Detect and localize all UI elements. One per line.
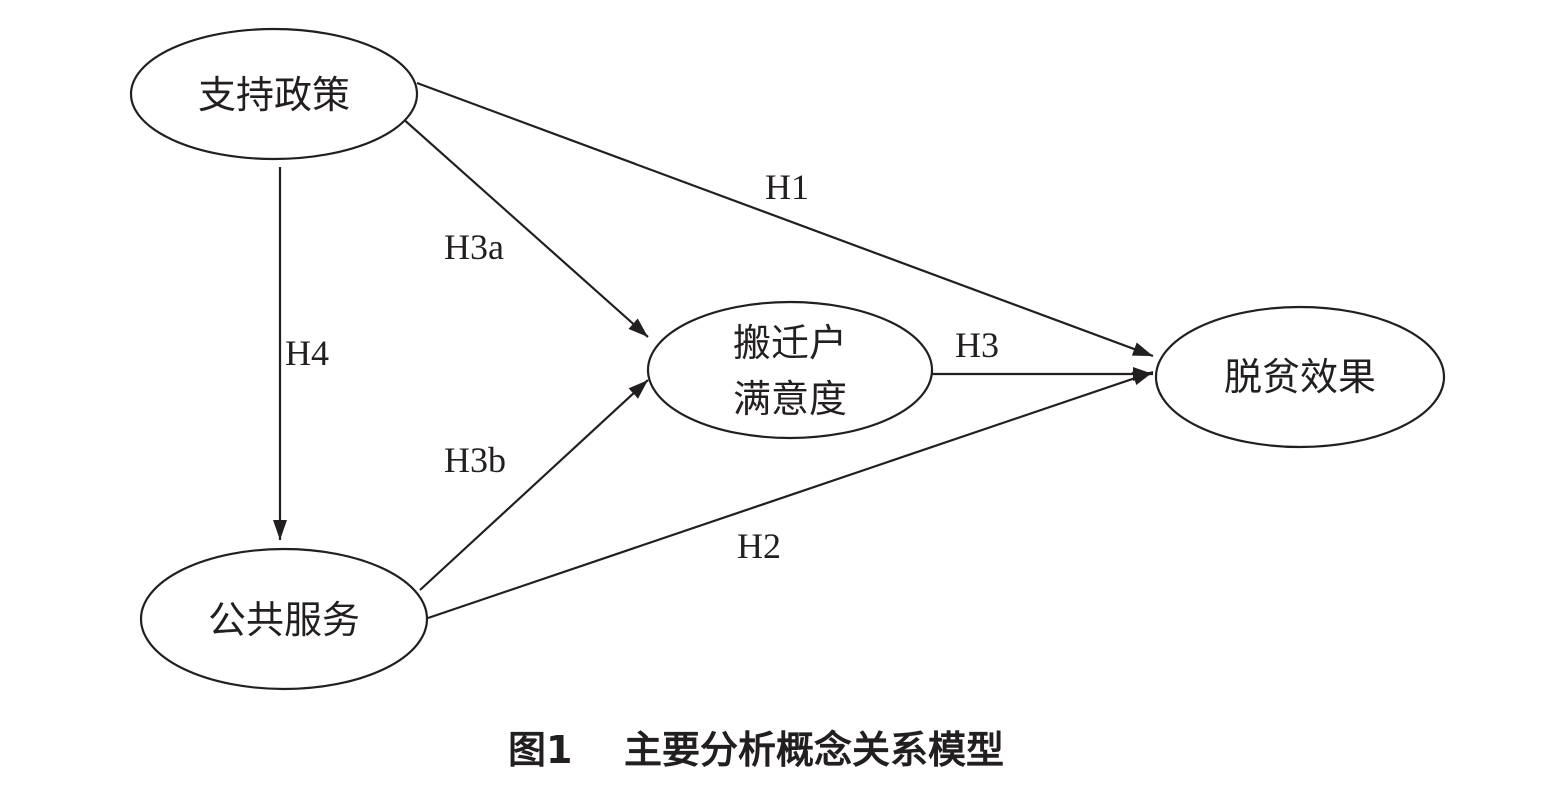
node-satisfaction-shape xyxy=(646,300,934,440)
node-satisfaction-label-line-2: 满意度 xyxy=(733,377,847,421)
edge-h4-label: H4 xyxy=(285,333,329,373)
node-satisfaction-label-line-1: 搬迁户 xyxy=(733,321,847,365)
edge-h1-line xyxy=(416,81,1154,358)
edge-h1-label: H1 xyxy=(765,167,809,207)
edges xyxy=(273,81,1154,620)
node-outcome-shape xyxy=(1154,305,1446,449)
figure-caption: 图1 主要分析概念关系模型 xyxy=(508,728,1004,772)
edge-h3b-label: H3b xyxy=(444,440,506,480)
edge-h3a-label: H3a xyxy=(444,227,504,267)
node-policy-label: 支持政策 xyxy=(198,73,350,117)
edge-labels: H1 H2 H3 H3a H3b H4 xyxy=(285,167,999,566)
edge-h2-label: H2 xyxy=(737,526,781,566)
node-policy: 支持政策 xyxy=(129,27,419,161)
figure-caption-number: 图1 xyxy=(508,728,572,772)
node-service-label: 公共服务 xyxy=(208,598,360,642)
node-policy-shape xyxy=(129,27,419,161)
edge-h2-line xyxy=(427,370,1154,620)
node-outcome-label: 脱贫效果 xyxy=(1224,355,1376,399)
edge-h3a-line xyxy=(400,116,649,338)
edge-h3b-line xyxy=(419,379,649,591)
node-service-shape xyxy=(139,547,429,691)
node-outcome: 脱贫效果 xyxy=(1154,305,1446,449)
node-service: 公共服务 xyxy=(139,547,429,691)
edge-h3-label: H3 xyxy=(955,325,999,365)
figure-caption-title: 主要分析概念关系模型 xyxy=(624,728,1004,772)
node-satisfaction: 搬迁户 满意度 xyxy=(646,300,934,440)
